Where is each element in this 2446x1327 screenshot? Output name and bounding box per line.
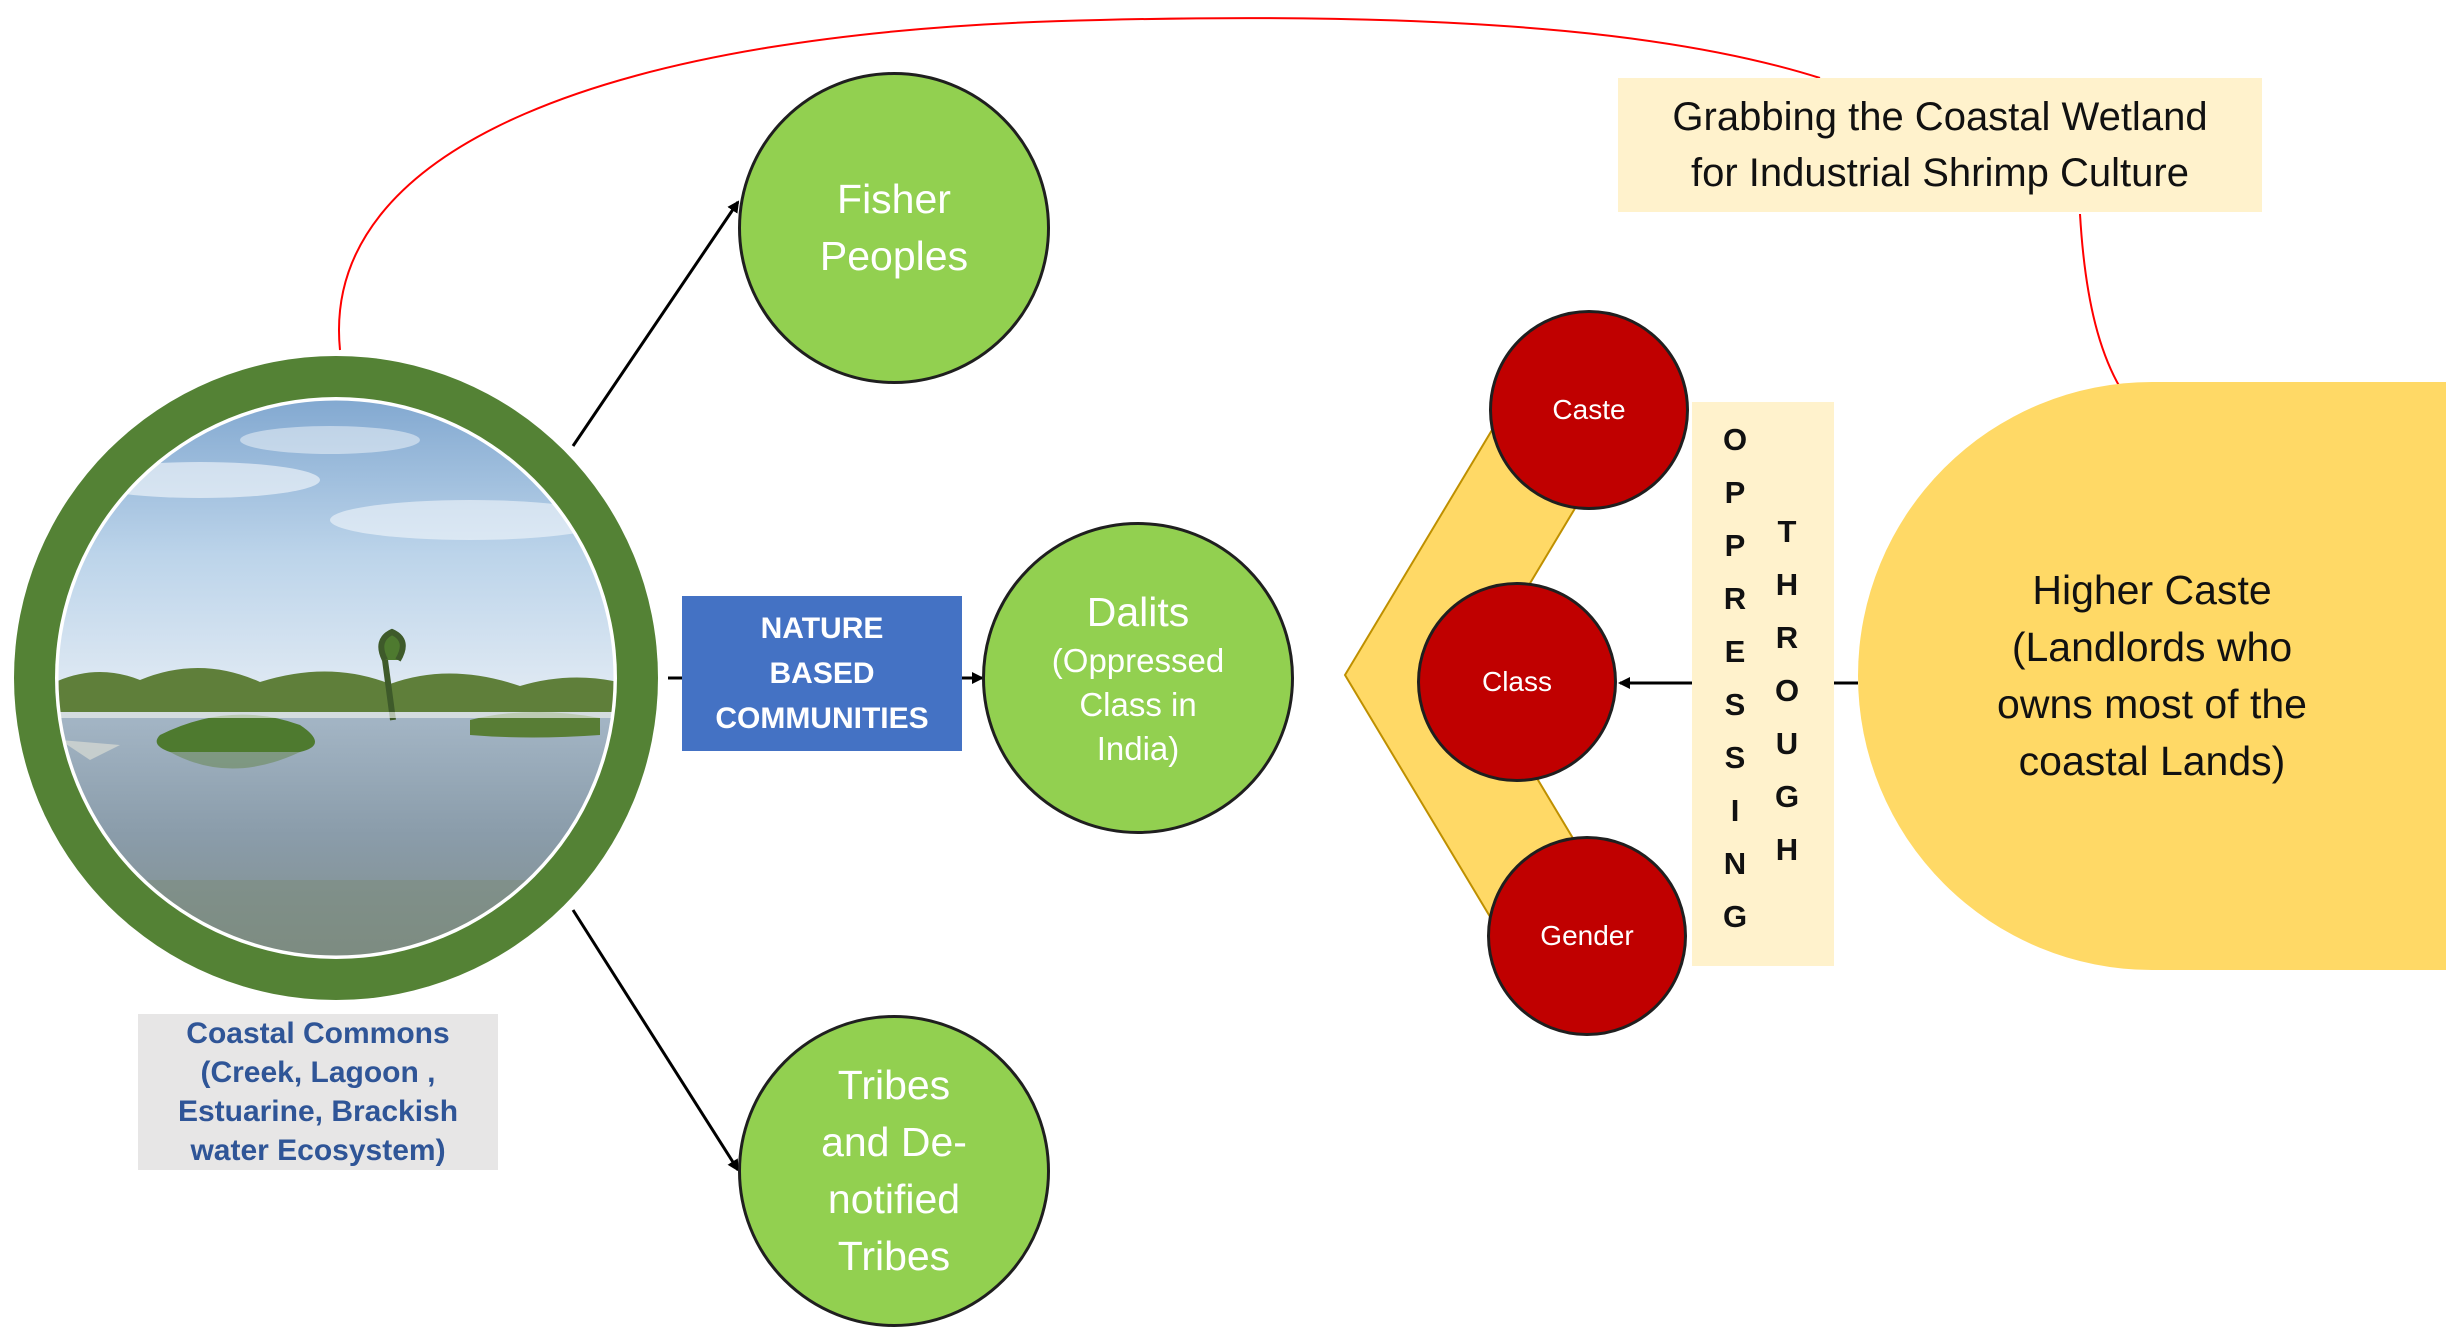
- through-letter: H: [1775, 567, 1799, 602]
- oppressing-letter: S: [1724, 687, 1746, 722]
- gender-node: Gender: [1487, 836, 1687, 1036]
- through-word: T H R O U G H: [1768, 505, 1806, 876]
- grabbing-line-2: for Industrial Shrimp Culture: [1691, 151, 2189, 195]
- higher-caste-node: Higher Caste (Landlords who owns most of…: [1858, 382, 2446, 970]
- caste-label: Caste: [1552, 394, 1626, 425]
- commons-photo-border: [55, 397, 617, 959]
- tribes-node: Tribes and De- notified Tribes: [738, 1015, 1050, 1327]
- oppressing-letter: G: [1722, 899, 1748, 934]
- oppressing-letter: O: [1722, 422, 1748, 457]
- tribes-line-1: Tribes: [837, 1062, 951, 1108]
- fisher-line-1: Fisher: [837, 176, 951, 222]
- oppressing-letter: R: [1723, 581, 1747, 616]
- commons-caption-line-1: Coastal Commons: [186, 1017, 450, 1050]
- nature-based-communities-banner: NATURE BASED COMMUNITIES: [682, 596, 962, 751]
- red-link-curve: [338, 17, 1821, 351]
- through-letter: O: [1774, 673, 1800, 708]
- higher-caste-line-3: owns most of the: [1997, 681, 2307, 727]
- oppressing-letter: E: [1724, 634, 1746, 669]
- tribes-line-3: notified: [827, 1176, 961, 1222]
- commons-caption: Coastal Commons (Creek, Lagoon , Estuari…: [138, 1014, 498, 1170]
- class-node: Class: [1417, 582, 1617, 782]
- oppressing-letter: S: [1724, 740, 1746, 775]
- oppressing-word: O P P R E S S I N G: [1716, 413, 1754, 943]
- tribes-line-2: and De-: [821, 1119, 967, 1165]
- oppressing-letter: P: [1724, 475, 1746, 510]
- tribes-line-4: Tribes: [837, 1233, 951, 1279]
- class-label: Class: [1481, 666, 1552, 697]
- higher-caste-line-2: (Landlords who: [2011, 624, 2293, 670]
- commons-caption-line-4: water Ecosystem): [190, 1134, 446, 1167]
- through-letter: T: [1777, 514, 1797, 549]
- oppressing-letter: P: [1724, 528, 1746, 563]
- caste-node: Caste: [1489, 310, 1689, 510]
- grabbing-line-1: Grabbing the Coastal Wetland: [1672, 95, 2208, 139]
- dalits-line-1: (Oppressed: [1051, 642, 1225, 679]
- oppressing-through-box: [1692, 402, 1834, 966]
- grabbing-wetland-box: Grabbing the Coastal Wetland for Industr…: [1618, 78, 2262, 212]
- banner-line-3: COMMUNITIES: [715, 702, 929, 735]
- commons-caption-line-3: Estuarine, Brackish: [177, 1095, 459, 1128]
- fisher-line-2: Peoples: [819, 233, 969, 279]
- oppressing-letter: I: [1730, 793, 1740, 828]
- dalits-node: Dalits (Oppressed Class in India): [982, 522, 1294, 834]
- dalits-line-3: India): [1096, 730, 1180, 767]
- banner-line-1: NATURE: [760, 612, 884, 645]
- banner-line-2: BASED: [769, 657, 875, 690]
- dalits-line-2: Class in: [1079, 686, 1197, 723]
- through-letter: R: [1775, 620, 1799, 655]
- commons-caption-line-2: (Creek, Lagoon ,: [200, 1056, 436, 1089]
- higher-caste-line-4: coastal Lands): [2018, 738, 2286, 784]
- through-letter: H: [1775, 832, 1799, 867]
- dalits-title: Dalits: [1086, 589, 1190, 635]
- arrow-to-fisher: [571, 200, 740, 447]
- higher-caste-line-1: Higher Caste: [2032, 567, 2272, 613]
- through-letter: G: [1774, 779, 1800, 814]
- red-link-curve-lower: [2079, 213, 2129, 401]
- arrow-to-tribes: [571, 909, 740, 1172]
- gender-label: Gender: [1540, 920, 1634, 951]
- fisher-peoples-node: Fisher Peoples: [738, 72, 1050, 384]
- oppressing-letter: N: [1723, 846, 1747, 881]
- through-letter: U: [1775, 726, 1799, 761]
